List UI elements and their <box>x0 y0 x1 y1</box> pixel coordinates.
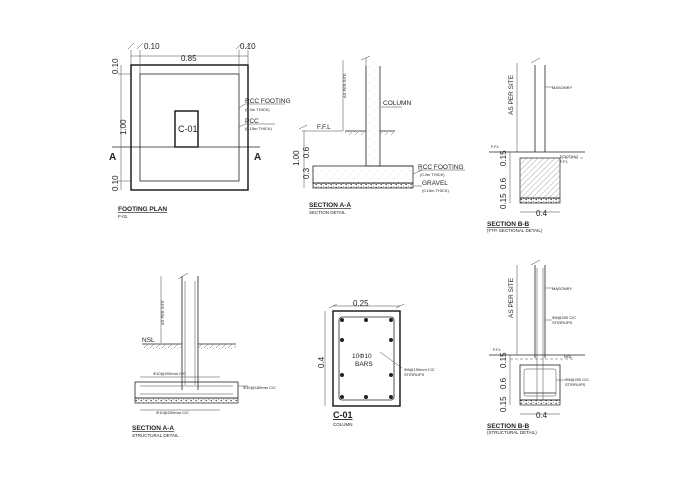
footing-label: FOOTING <box>560 154 578 159</box>
dim-1: 0.15 <box>499 150 508 166</box>
dim-left-top: 0.10 <box>111 58 120 74</box>
ffl-label: F.F.L <box>317 124 331 131</box>
column-tag: C-01 <box>178 124 198 134</box>
rcc-footing-note: (0.3m THICK) <box>420 172 445 177</box>
dim-top-left: 0.10 <box>144 42 160 51</box>
masonry-label: MASONRY <box>552 286 572 291</box>
gravel-label: GRAVEL <box>422 180 448 187</box>
rebar-2-label: Φ8@200 C/C <box>565 377 589 382</box>
rcc-footing-outline <box>139 73 240 182</box>
section-bb-structural-title: SECTION B-B <box>487 423 530 430</box>
as-per-site-label: AS PER SITE <box>508 74 515 115</box>
section-aa-structural-title: SECTION A-A <box>132 425 174 432</box>
dim-2: 0.6 <box>499 377 508 389</box>
rebars <box>340 318 393 399</box>
rebar-right-label: Φ10@150mm C/C <box>243 385 276 390</box>
section-bb-title: SECTION B-B <box>487 221 530 228</box>
dim-1: 0.15 <box>499 352 508 368</box>
footing-plan-subtitle: F-01 <box>118 214 128 219</box>
dim-width: 0.4 <box>536 209 548 218</box>
section-aa-structural: AS PER SITE NSL Φ10@200mm C/C Φ10@150mm … <box>132 272 276 438</box>
column-subtitle: COLUMN <box>333 422 353 427</box>
section-aa-subtitle: SECTION DETAIL <box>309 210 346 215</box>
pcc-label: PCC <box>245 118 259 125</box>
nsl-label: NSL <box>142 337 155 344</box>
footing-rect <box>519 364 561 401</box>
column-c01: 0.25 0.4 10Φ10 BARS Φ8@150mm C/C STIRRUP… <box>317 299 435 427</box>
rebar-1-label: Φ8@200 C/C <box>552 315 576 320</box>
dim-3: 0.15 <box>499 193 508 209</box>
footing-rect <box>134 381 239 399</box>
as-per-site-label: AS PER SITE <box>508 277 515 318</box>
rebar-1-note: STIRRUPS <box>552 320 573 325</box>
section-bb-structural-subtitle: (STRUCTURAL DETAIL) <box>487 430 537 435</box>
dim-top-right: 0.10 <box>240 42 256 51</box>
rcc-footing-note: (0.3m THICK) <box>245 107 270 112</box>
section-bb-structural: MASONRY AS PER SITE Φ8@200 C/C STIRRUPS … <box>487 259 589 435</box>
footing-plan: 0.10 0.85 0.10 0.10 1.00 0.10 C-01 RCC F… <box>109 42 291 219</box>
as-per-site-label: AS PER SITE <box>342 73 347 98</box>
rcc-footing-label: RCC FOOTING <box>245 98 291 105</box>
dim-3: 0.3 <box>302 167 311 179</box>
pcc-outline <box>130 64 249 191</box>
column-title: C-01 <box>333 410 353 420</box>
footing-plan-title: FOOTING PLAN <box>118 206 167 213</box>
stirrup <box>338 316 395 401</box>
dim-top-mid: 0.85 <box>181 54 197 63</box>
ties-label: Φ8@150mm C/C <box>404 367 435 372</box>
dim-2: 0.6 <box>302 146 311 158</box>
dim-left: 0.4 <box>317 356 326 368</box>
dim-top: 0.25 <box>353 299 369 308</box>
gravel-bed <box>312 182 414 189</box>
pcc-note: (0.15m THICK) <box>245 126 272 131</box>
dim-1: 1.00 <box>292 150 301 166</box>
dim-left-mid: 1.00 <box>119 119 128 135</box>
section-aa-title: SECTION A-A <box>309 202 351 209</box>
column-label: COLUMN <box>383 100 411 107</box>
column-outline <box>332 310 401 407</box>
rcc-footing-label: RCC FOOTING <box>418 164 464 171</box>
dim-left-bottom: 0.10 <box>111 175 120 191</box>
section-mark-right: A <box>254 152 261 163</box>
ffl-label: F.F.L <box>493 347 502 352</box>
gravel-note: (0.15m THICK) <box>422 188 449 193</box>
footing-note: F.F.L <box>560 159 569 164</box>
section-aa-structural-subtitle: STRUCTURAL DETAIL <box>132 433 179 438</box>
rebar-2-note: STIRRUPS <box>565 382 586 387</box>
dim-3: 0.15 <box>499 396 508 412</box>
rebar-bottom-label: Φ10@200mm C/C <box>156 410 189 415</box>
as-per-site-label: AS PER SITE <box>160 300 165 325</box>
bars-line2: BARS <box>355 361 373 368</box>
dim-width: 0.4 <box>536 411 548 420</box>
dim-2: 0.6 <box>499 177 508 189</box>
masonry-label: MASONRY <box>552 85 572 90</box>
section-bb-subtitle: (FTP. SECTIONAL DETAIL) <box>487 228 543 233</box>
ffl-label: F.F.L <box>491 144 500 149</box>
ties-note: STIRRUPS <box>404 372 425 377</box>
footing-rebar-cage <box>523 368 557 397</box>
section-bb-detail: MASONRY AS PER SITE F.F.L FOOTING F.F.L … <box>487 57 585 233</box>
rebar-top-label: Φ10@200mm C/C <box>153 371 186 376</box>
footing-block <box>519 157 561 199</box>
ngl-label: NGL <box>564 354 573 359</box>
section-mark-left: A <box>109 152 116 163</box>
section-aa-detail: AS PER SITE COLUMN F.F.L 1.00 0.6 0.3 RC… <box>292 55 465 215</box>
bars-line1: 10Φ10 <box>352 353 372 360</box>
